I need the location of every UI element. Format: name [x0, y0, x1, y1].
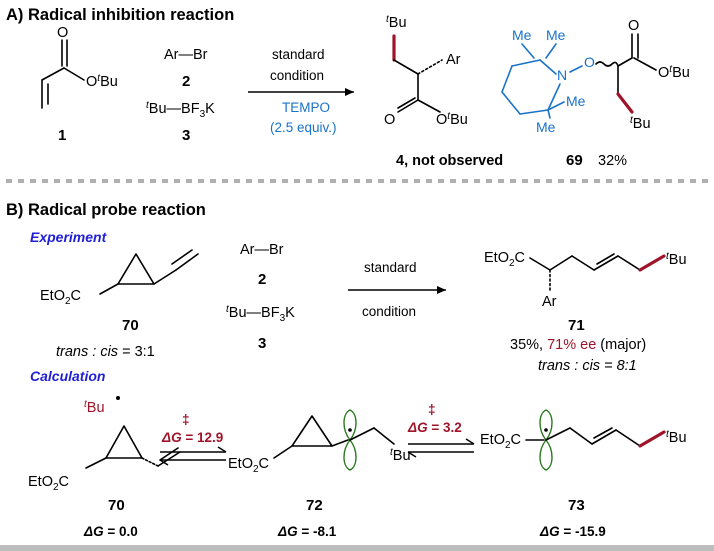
aryl-bromide-a: Ar—Br [164, 47, 208, 63]
product-4-structure: tBu Ar O OtBu [384, 14, 468, 128]
svg-text:Me: Me [536, 119, 556, 135]
svg-text:OtBu: OtBu [658, 64, 690, 81]
ester-otbu: OtBu [86, 73, 118, 90]
calc-72-dg: ΔG = -8.1 [277, 524, 337, 539]
reagent-2-number-b: 2 [258, 271, 266, 288]
experiment-label: Experiment [30, 229, 108, 245]
svg-text:N: N [557, 67, 567, 83]
tbu-top: tBu [386, 14, 407, 31]
reagent-3-number-a: 3 [182, 127, 190, 144]
svg-text:Me: Me [566, 93, 586, 109]
svg-text:EtO2C: EtO2C [484, 250, 525, 269]
reagent-3-number-b: 3 [258, 335, 266, 352]
condition-a-line1: standard [272, 47, 325, 62]
condition-a-line2: condition [270, 68, 324, 83]
product-4-label: 4, not observed [396, 153, 503, 169]
ts2-double-dagger: ‡ [428, 402, 436, 417]
svg-text:Ar: Ar [542, 294, 557, 310]
condition-b-line2: condition [362, 304, 416, 319]
reagent-2-number-a: 2 [182, 73, 190, 90]
ts1-double-dagger: ‡ [182, 412, 190, 427]
carbonyl-o: O [57, 25, 68, 41]
product-71-ratio: trans : cis = 8:1 [538, 358, 637, 374]
svg-text:OtBu: OtBu [436, 111, 468, 128]
section-a-title: A) Radical inhibition reaction [6, 6, 234, 24]
calc-70-structure: tBu EtO2C [28, 396, 181, 493]
product-71-number: 71 [568, 317, 585, 334]
svg-text:Me: Me [546, 27, 566, 43]
ts2-barrier: ΔG = 3.2 [407, 420, 462, 435]
calc-73-structure: EtO2C tBu [480, 409, 687, 471]
calc-73-dg: ΔG = -15.9 [539, 524, 606, 539]
svg-text:O: O [584, 54, 595, 70]
product-71-yield: 35%, 71% ee (major) [510, 337, 646, 353]
svg-text:Ar: Ar [446, 52, 461, 68]
svg-text:EtO2C: EtO2C [480, 432, 521, 451]
svg-text:EtO2C: EtO2C [228, 456, 269, 475]
svg-text:O: O [384, 112, 395, 128]
calc-72-number: 72 [306, 497, 323, 514]
probe-70-ratio: trans : cis = 3:1 [56, 344, 155, 360]
svg-text:tBu: tBu [630, 115, 651, 132]
svg-text:tBu: tBu [390, 447, 411, 464]
probe-70-structure: EtO2C [40, 249, 199, 307]
compound-1-number: 1 [58, 127, 66, 144]
condition-b-line1: standard [364, 260, 417, 275]
tempo-adduct-69-structure: Me Me N Me Me O O OtBu tBu [501, 18, 690, 135]
svg-text:tBu: tBu [666, 429, 687, 446]
aryl-bromide-b: Ar—Br [240, 242, 284, 258]
calc-72-structure: EtO2C tBu [228, 409, 411, 475]
svg-text:tBu: tBu [666, 251, 687, 268]
calculation-label: Calculation [30, 368, 105, 384]
svg-text:EtO2C: EtO2C [40, 288, 81, 307]
product-71-structure: EtO2C Ar tBu [484, 250, 687, 310]
calc-70-number: 70 [108, 497, 125, 514]
borate-a: tBu—BF3K [146, 100, 215, 120]
calc-73-number: 73 [568, 497, 585, 514]
svg-text:EtO2C: EtO2C [28, 474, 69, 493]
svg-text:O: O [628, 18, 639, 34]
bottom-bar [0, 545, 714, 551]
svg-text:Me: Me [512, 27, 532, 43]
ts1-barrier: ΔG = 12.9 [161, 430, 223, 445]
borate-b: tBu—BF3K [226, 304, 295, 324]
tempo-line2: (2.5 equiv.) [270, 120, 337, 135]
adduct-69-number: 69 [566, 152, 583, 169]
section-b-title: B) Radical probe reaction [6, 201, 206, 219]
calc-70-dg: ΔG = 0.0 [83, 524, 138, 539]
probe-70-number: 70 [122, 317, 139, 334]
tempo-line1: TEMPO [282, 100, 330, 115]
svg-text:tBu: tBu [84, 399, 105, 416]
compound-1-structure: O OtBu [41, 25, 118, 109]
adduct-69-yield: 32% [598, 153, 627, 169]
